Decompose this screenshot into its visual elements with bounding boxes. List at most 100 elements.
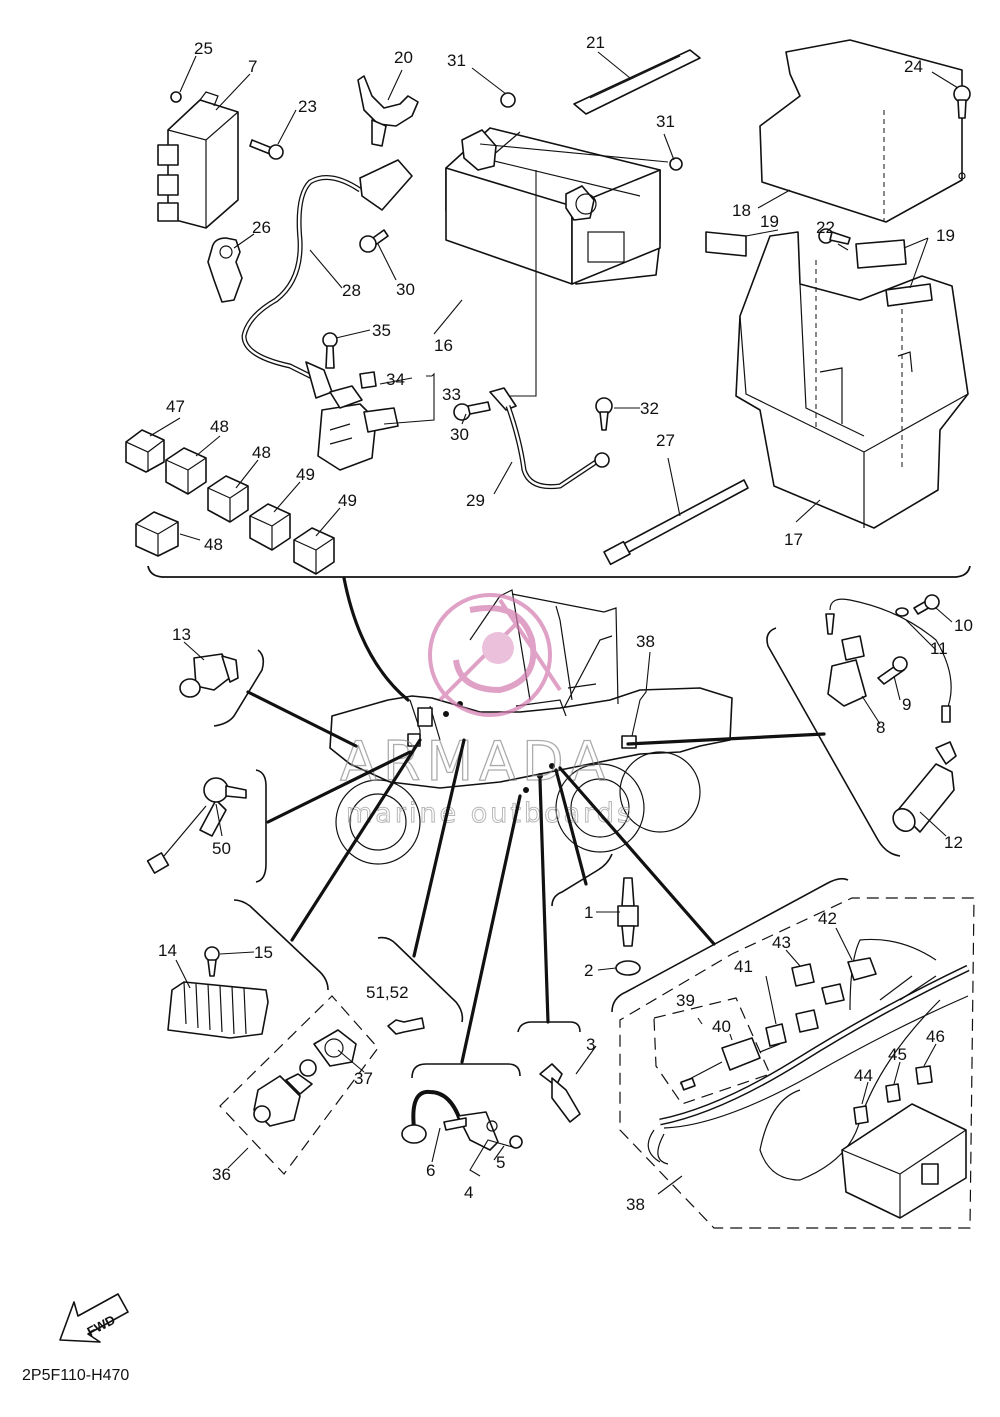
bracket-51 <box>377 936 464 1023</box>
pad-19-mid <box>855 239 907 269</box>
group-36-frame <box>219 995 379 1175</box>
callout-34: 34 <box>386 370 405 389</box>
callout-45: 45 <box>888 1045 907 1064</box>
starter-relay <box>317 371 399 471</box>
pickup-coil <box>401 1089 523 1151</box>
callout-21: 21 <box>586 33 605 52</box>
callout-22: 22 <box>816 218 835 237</box>
coupler-47 <box>125 429 165 473</box>
callout-35: 35 <box>372 321 391 340</box>
callout-28: 28 <box>342 281 361 300</box>
callout-31-a: 31 <box>447 51 466 70</box>
coupler-48-c <box>135 511 179 557</box>
clamp-26 <box>207 237 243 303</box>
coupler-48-a <box>165 447 207 495</box>
bolt-30-upper <box>359 229 389 253</box>
pad-19-left <box>705 231 747 257</box>
callout-13: 13 <box>172 625 191 644</box>
ground-cable <box>489 387 610 490</box>
callout-51-52: 51,52 <box>366 983 409 1002</box>
callout-2: 2 <box>584 961 593 980</box>
thermo-sensor-50 <box>146 777 247 874</box>
bracket-3 <box>517 1021 581 1033</box>
callout-30-a: 30 <box>396 280 415 299</box>
bolt-24 <box>953 85 971 119</box>
callout-7: 7 <box>248 57 257 76</box>
callout-41: 41 <box>734 957 753 976</box>
wire-harness <box>647 938 970 1181</box>
callout-19-b: 19 <box>936 226 955 245</box>
relay-42 <box>847 957 877 981</box>
callout-48-b: 48 <box>252 443 271 462</box>
callout-labels: 25 7 23 20 31 21 31 24 26 28 30 16 18 19… <box>158 33 973 1214</box>
coupler-49-b <box>293 527 335 575</box>
spark-plug-1 <box>617 877 639 947</box>
callout-48-a: 48 <box>210 417 229 436</box>
callout-38-b: 38 <box>626 1195 645 1214</box>
callout-47: 47 <box>166 397 185 416</box>
neutral-switch-13 <box>179 653 239 698</box>
coupler-49-a <box>249 503 291 551</box>
switch-36 <box>253 1073 313 1127</box>
callout-40: 40 <box>712 1017 731 1036</box>
bolt-32 <box>595 397 613 431</box>
callout-9: 9 <box>902 695 911 714</box>
fuse-45 <box>885 1083 901 1103</box>
top-section-bracket <box>147 565 971 578</box>
callout-38-a: 38 <box>636 632 655 651</box>
grommet-25 <box>170 91 182 103</box>
callout-42: 42 <box>818 909 837 928</box>
callout-4: 4 <box>464 1183 473 1202</box>
bolt-15 <box>204 946 220 977</box>
leader-lines <box>149 51 959 1195</box>
callout-23: 23 <box>298 97 317 116</box>
callout-44: 44 <box>854 1066 873 1085</box>
nut-37 <box>299 1029 357 1077</box>
vehicle-leader-lines <box>246 576 826 1064</box>
battery <box>445 127 661 285</box>
callout-31-b: 31 <box>656 112 675 131</box>
bolt-10 <box>913 594 940 615</box>
callout-27: 27 <box>656 431 675 450</box>
bracket-ignition <box>766 627 901 857</box>
battery-cover <box>759 39 966 223</box>
callout-5: 5 <box>496 1153 505 1172</box>
watermark: ARMADA marine outboards <box>339 593 632 830</box>
callout-17: 17 <box>784 530 803 549</box>
callout-12: 12 <box>944 833 963 852</box>
callout-26: 26 <box>252 218 271 237</box>
fuse-46 <box>915 1065 933 1085</box>
fuse-group-frame <box>653 997 771 1105</box>
watermark-brand: ARMADA <box>340 730 612 793</box>
relay-41 <box>765 1023 787 1047</box>
battery-holder-rod <box>479 143 669 397</box>
fuse-44 <box>853 1105 869 1125</box>
callout-8: 8 <box>876 718 885 737</box>
nut-31-a <box>500 92 516 108</box>
harness-group-frame <box>619 897 975 1229</box>
callout-30-b: 30 <box>450 425 469 444</box>
callout-3: 3 <box>586 1035 595 1054</box>
key-51-52 <box>387 1017 425 1035</box>
bracket-38 <box>611 877 849 1013</box>
callout-1: 1 <box>584 903 593 922</box>
relay-43 <box>791 963 815 987</box>
callout-20: 20 <box>394 48 413 67</box>
callout-19-a: 19 <box>760 212 779 231</box>
pad-19-right <box>885 283 933 307</box>
callout-50: 50 <box>212 839 231 858</box>
fuse-box <box>841 1103 967 1219</box>
callout-18: 18 <box>732 201 751 220</box>
relay-43c <box>795 1009 819 1033</box>
callout-32: 32 <box>640 399 659 418</box>
washer-11 <box>895 607 909 617</box>
callout-49-b: 49 <box>338 491 357 510</box>
ignition-coil <box>825 598 952 713</box>
bracket-50 <box>255 769 267 883</box>
callout-39: 39 <box>676 991 695 1010</box>
callout-37: 37 <box>354 1069 373 1088</box>
battery-strap-21 <box>573 49 701 115</box>
gasket-2 <box>615 960 641 976</box>
callout-25: 25 <box>194 39 213 58</box>
